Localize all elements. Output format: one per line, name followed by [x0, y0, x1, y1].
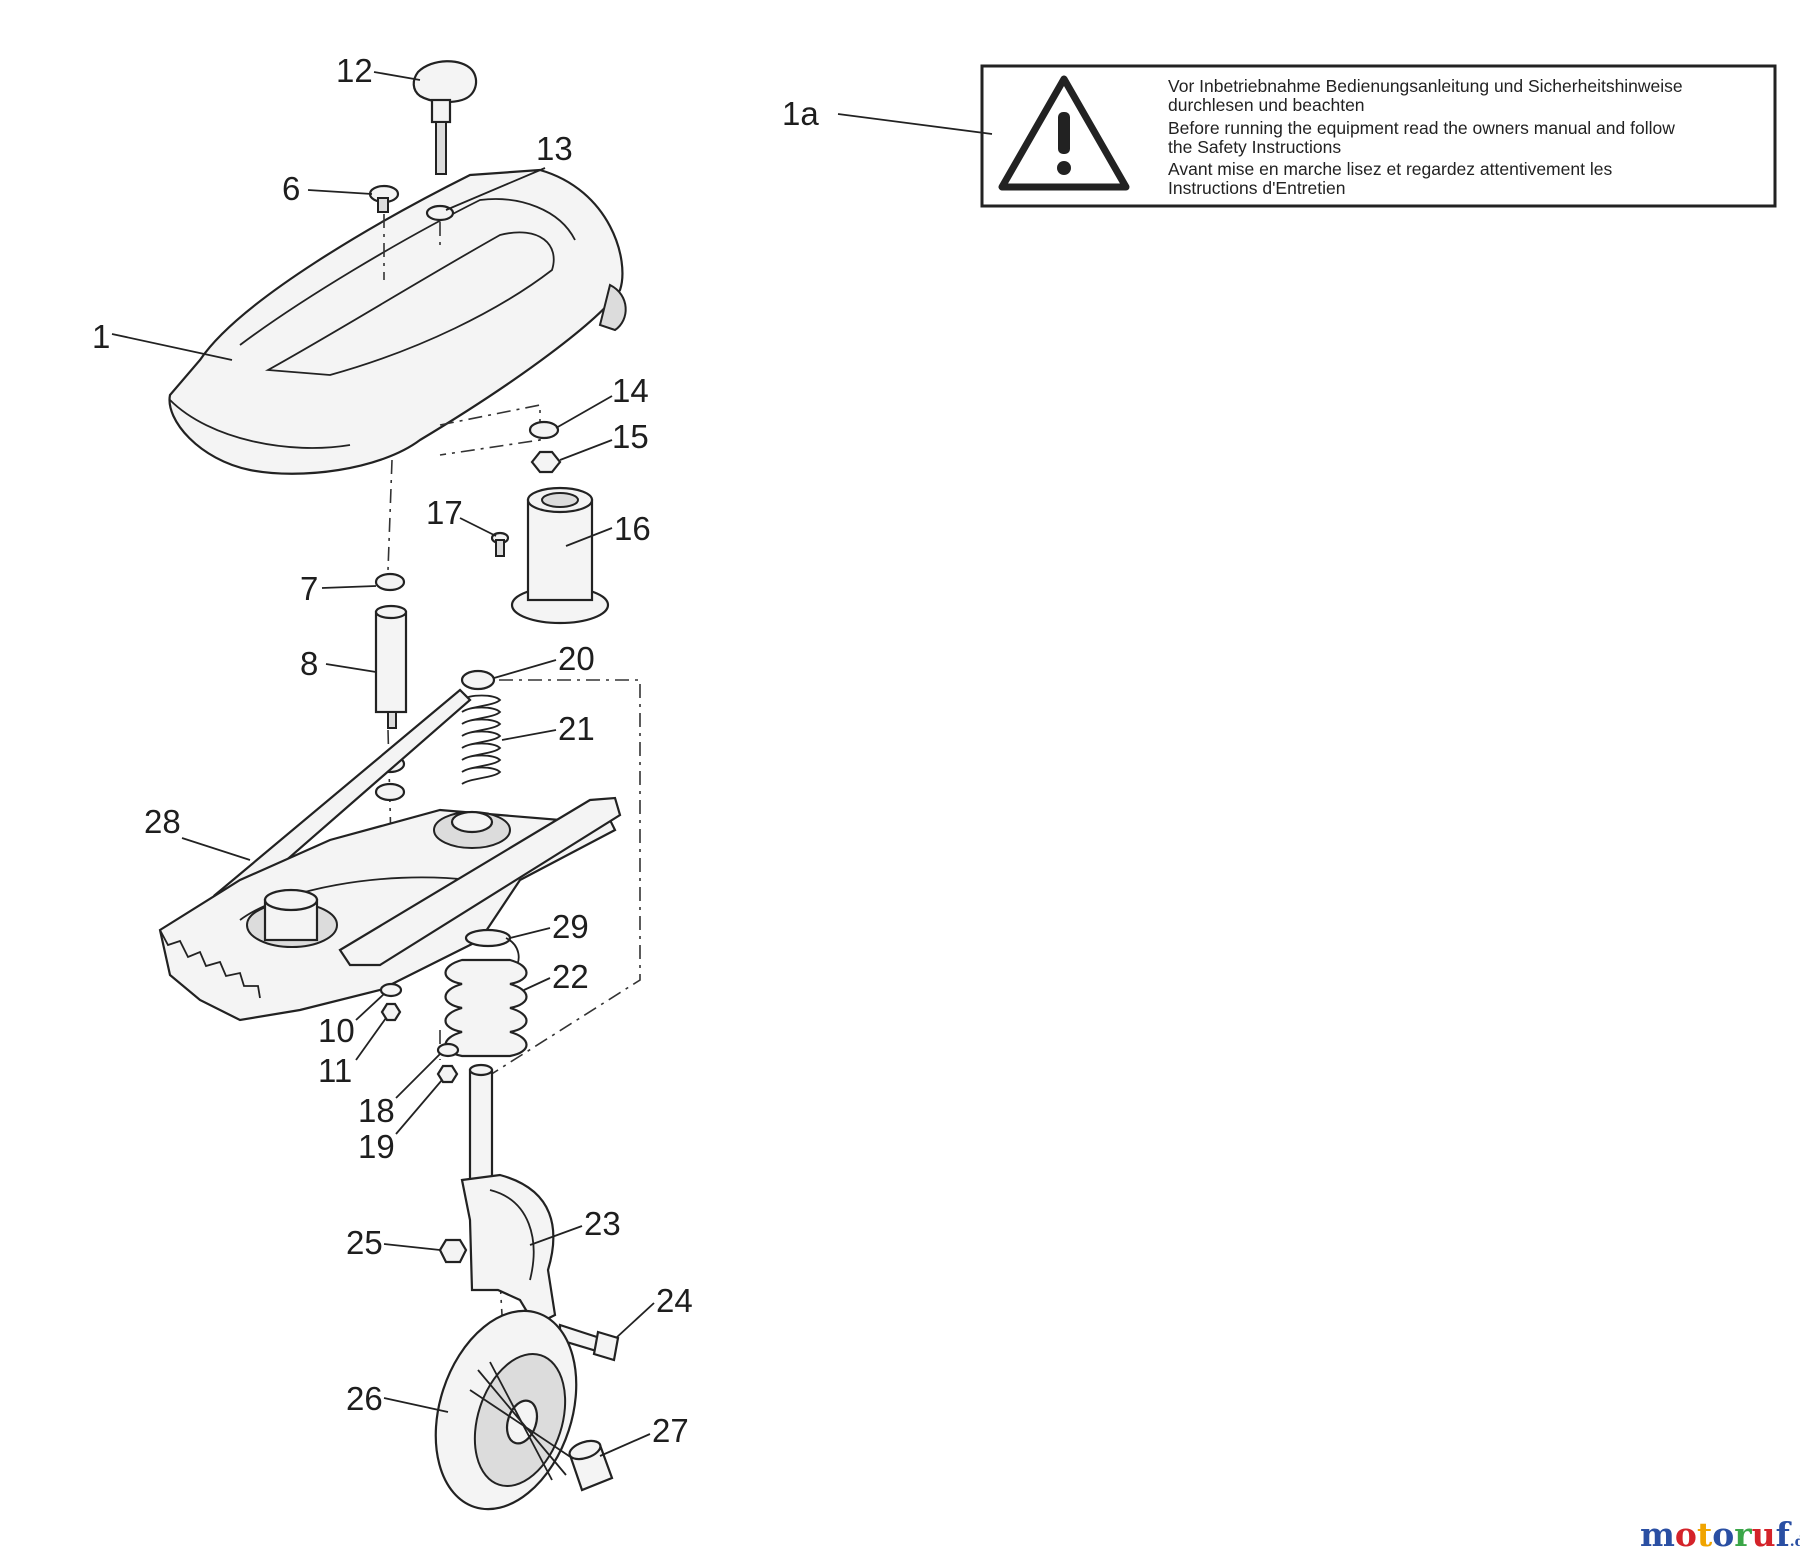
- washer-part-18: [436, 1042, 460, 1058]
- watermark-letter: r: [1734, 1515, 1752, 1554]
- leader-12: [373, 71, 421, 81]
- warning-line-5: Avant mise en marche lisez et regardez a…: [1168, 159, 1612, 179]
- washer-part-10: [379, 982, 403, 998]
- knob-part-12: [412, 60, 478, 175]
- leader-22: [523, 977, 551, 991]
- leader-16: [565, 527, 613, 547]
- leader-10: [355, 993, 385, 1021]
- callout-1a: 1a: [782, 95, 819, 132]
- warning-line-2: durchlesen und beachten: [1168, 95, 1365, 115]
- base-plate-part-28: [158, 688, 622, 1022]
- callout-8: 8: [300, 645, 318, 682]
- leader-8: [325, 663, 377, 673]
- cover-part: [168, 168, 627, 475]
- watermark-letter: u: [1752, 1515, 1776, 1554]
- callout-17: 17: [426, 494, 463, 531]
- leader-29: [509, 927, 551, 939]
- exclamation-icon: [1058, 112, 1070, 154]
- leader-6: [307, 189, 373, 195]
- screw-part-17: [490, 531, 510, 557]
- watermark-letter: m: [1640, 1515, 1675, 1554]
- washer-part-20: [460, 669, 496, 691]
- callout-28: 28: [144, 803, 181, 840]
- callout-13: 13: [536, 130, 573, 167]
- watermark-main: motoruf: [1640, 1515, 1792, 1554]
- watermark-letter: o: [1712, 1515, 1734, 1554]
- callout-10: 10: [318, 1012, 355, 1049]
- spacer-part-8: [374, 604, 408, 729]
- assembly-line: [470, 679, 641, 1076]
- callout-14: 14: [612, 372, 649, 409]
- leader-27: [599, 1433, 651, 1457]
- leader-19: [395, 1079, 443, 1135]
- assembly-line: [387, 459, 393, 571]
- callout-11: 11: [318, 1052, 352, 1089]
- watermark-letter: o: [1675, 1515, 1697, 1554]
- boot-part-22: [444, 958, 528, 1058]
- callout-1: 1: [92, 318, 110, 355]
- leader-14: [555, 395, 613, 429]
- leader-23: [529, 1225, 583, 1246]
- warning-label: Vor Inbetriebnahme Bedienungsanleitung u…: [980, 64, 1777, 208]
- nut-part-25: [438, 1238, 468, 1264]
- warning-line-3: Before running the equipment read the ow…: [1168, 118, 1675, 138]
- callout-27: 27: [652, 1412, 689, 1449]
- leader-17: [459, 517, 497, 537]
- callout-20: 20: [558, 640, 595, 677]
- sleeve-part-27: [568, 1439, 614, 1492]
- nut-part-19: [436, 1064, 459, 1084]
- callout-18: 18: [358, 1092, 395, 1129]
- watermark-letter: f: [1776, 1515, 1792, 1554]
- callout-21: 21: [558, 710, 595, 747]
- screw-part-6: [368, 184, 400, 213]
- warning-line-6: Instructions d'Entretien: [1168, 178, 1345, 198]
- leader-20: [493, 659, 557, 679]
- leader-18: [395, 1053, 441, 1099]
- callout-29: 29: [552, 908, 589, 945]
- leader-24: [615, 1302, 655, 1339]
- callout-16: 16: [614, 510, 651, 547]
- leader-21: [501, 729, 557, 741]
- callout-24: 24: [656, 1282, 693, 1319]
- bushing-part-16: [510, 486, 610, 625]
- callouts: 12 13 6 1 14 15 17 16 7 8 20 21 28 29 22…: [92, 52, 693, 1457]
- callout-7: 7: [300, 570, 318, 607]
- callout-6: 6: [282, 170, 300, 207]
- wheel-part-26: [434, 1309, 578, 1511]
- leader-25: [383, 1243, 441, 1251]
- spring-part-21: [461, 694, 502, 785]
- watermark-logo: motoruf.de: [1640, 1515, 1800, 1554]
- leader-26: [383, 1397, 449, 1413]
- callout-22: 22: [552, 958, 589, 995]
- warning-line-4: the Safety Instructions: [1168, 137, 1341, 157]
- leader-15: [559, 439, 613, 461]
- leader-1: [111, 333, 233, 361]
- washer-part-14: [528, 420, 560, 440]
- leader-7: [321, 585, 377, 589]
- watermark-letter: t: [1697, 1515, 1713, 1554]
- nut-part-11: [380, 1002, 402, 1022]
- washer-part: [374, 782, 406, 802]
- callout-23: 23: [584, 1205, 621, 1242]
- nut-part-15: [530, 450, 562, 474]
- fork-part-23: [460, 1063, 557, 1327]
- callout-25: 25: [346, 1224, 383, 1261]
- warning-line-1: Vor Inbetriebnahme Bedienungsanleitung u…: [1168, 76, 1683, 96]
- watermark-suffix: .de: [1790, 1534, 1800, 1550]
- leader-13: [445, 167, 546, 211]
- leader-28: [181, 837, 251, 861]
- callout-26: 26: [346, 1380, 383, 1417]
- leader-11: [355, 1017, 387, 1061]
- washer-part-7: [374, 572, 406, 592]
- leader-1a: [837, 113, 993, 135]
- callout-12: 12: [336, 52, 373, 89]
- callout-19: 19: [358, 1128, 395, 1165]
- callout-15: 15: [612, 418, 649, 455]
